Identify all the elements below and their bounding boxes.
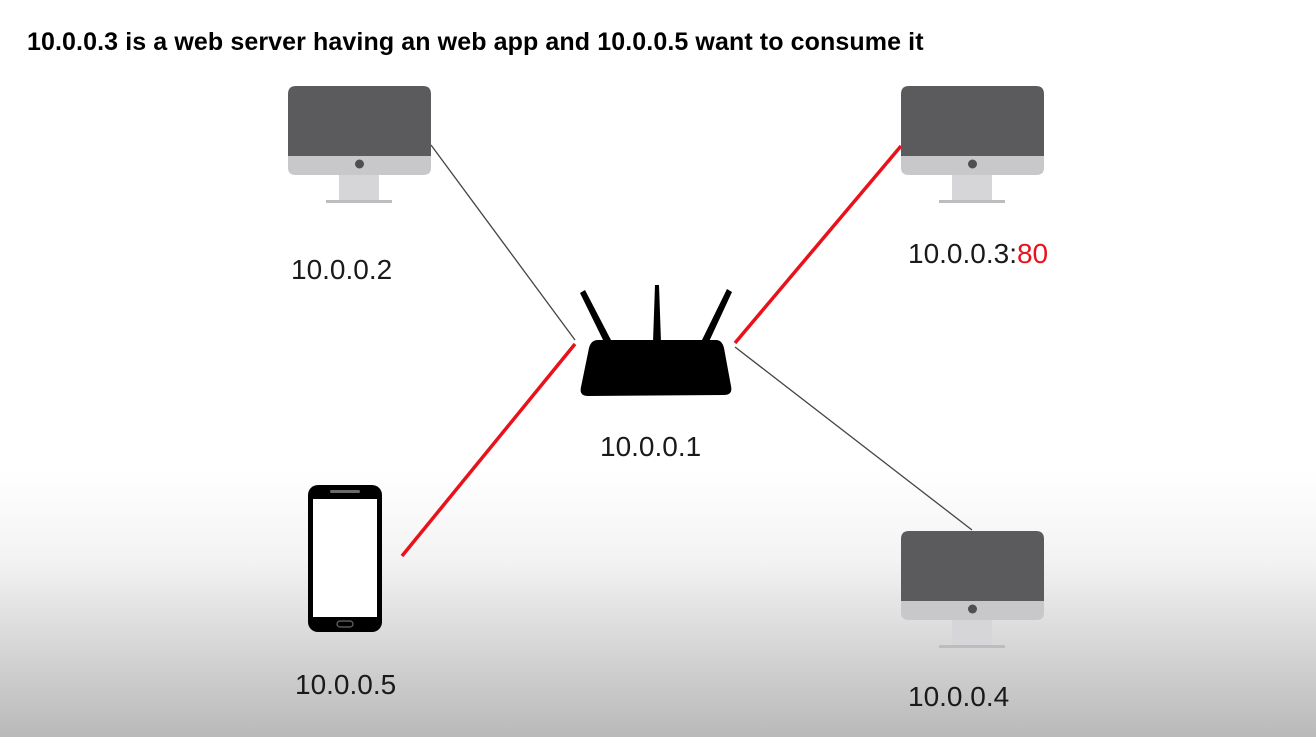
router-ip: 10.0.0.1: [600, 431, 702, 462]
host-3-ip: 10.0.0.3:: [908, 238, 1017, 269]
router-ip-label: 10.0.0.1: [600, 431, 701, 463]
host-4-ip: 10.0.0.4: [908, 681, 1010, 712]
diagram-title: 10.0.0.3 is a web server having an web a…: [27, 28, 924, 56]
host-3-port: 80: [1016, 238, 1049, 269]
desktop-monitor-icon: [901, 86, 1044, 203]
host-5-ip: 10.0.0.5: [295, 669, 397, 700]
host-4-ip-label: 10.0.0.4: [908, 681, 1009, 713]
host-3-ip-label: 10.0.0.3:80: [908, 238, 1048, 270]
link-router-host-2: [430, 144, 576, 341]
link-router-host-3: [733, 144, 903, 345]
link-router-host-4: [734, 346, 973, 531]
link-router-host-5: [400, 342, 577, 558]
host-2-ip: 10.0.0.2: [291, 254, 393, 285]
smartphone-icon: [308, 485, 382, 632]
wifi-router-icon: [580, 285, 732, 396]
host-5-ip-label: 10.0.0.5: [295, 669, 396, 701]
host-2-ip-label: 10.0.0.2: [291, 254, 392, 286]
desktop-monitor-icon: [288, 86, 431, 203]
desktop-monitor-icon: [901, 531, 1044, 648]
